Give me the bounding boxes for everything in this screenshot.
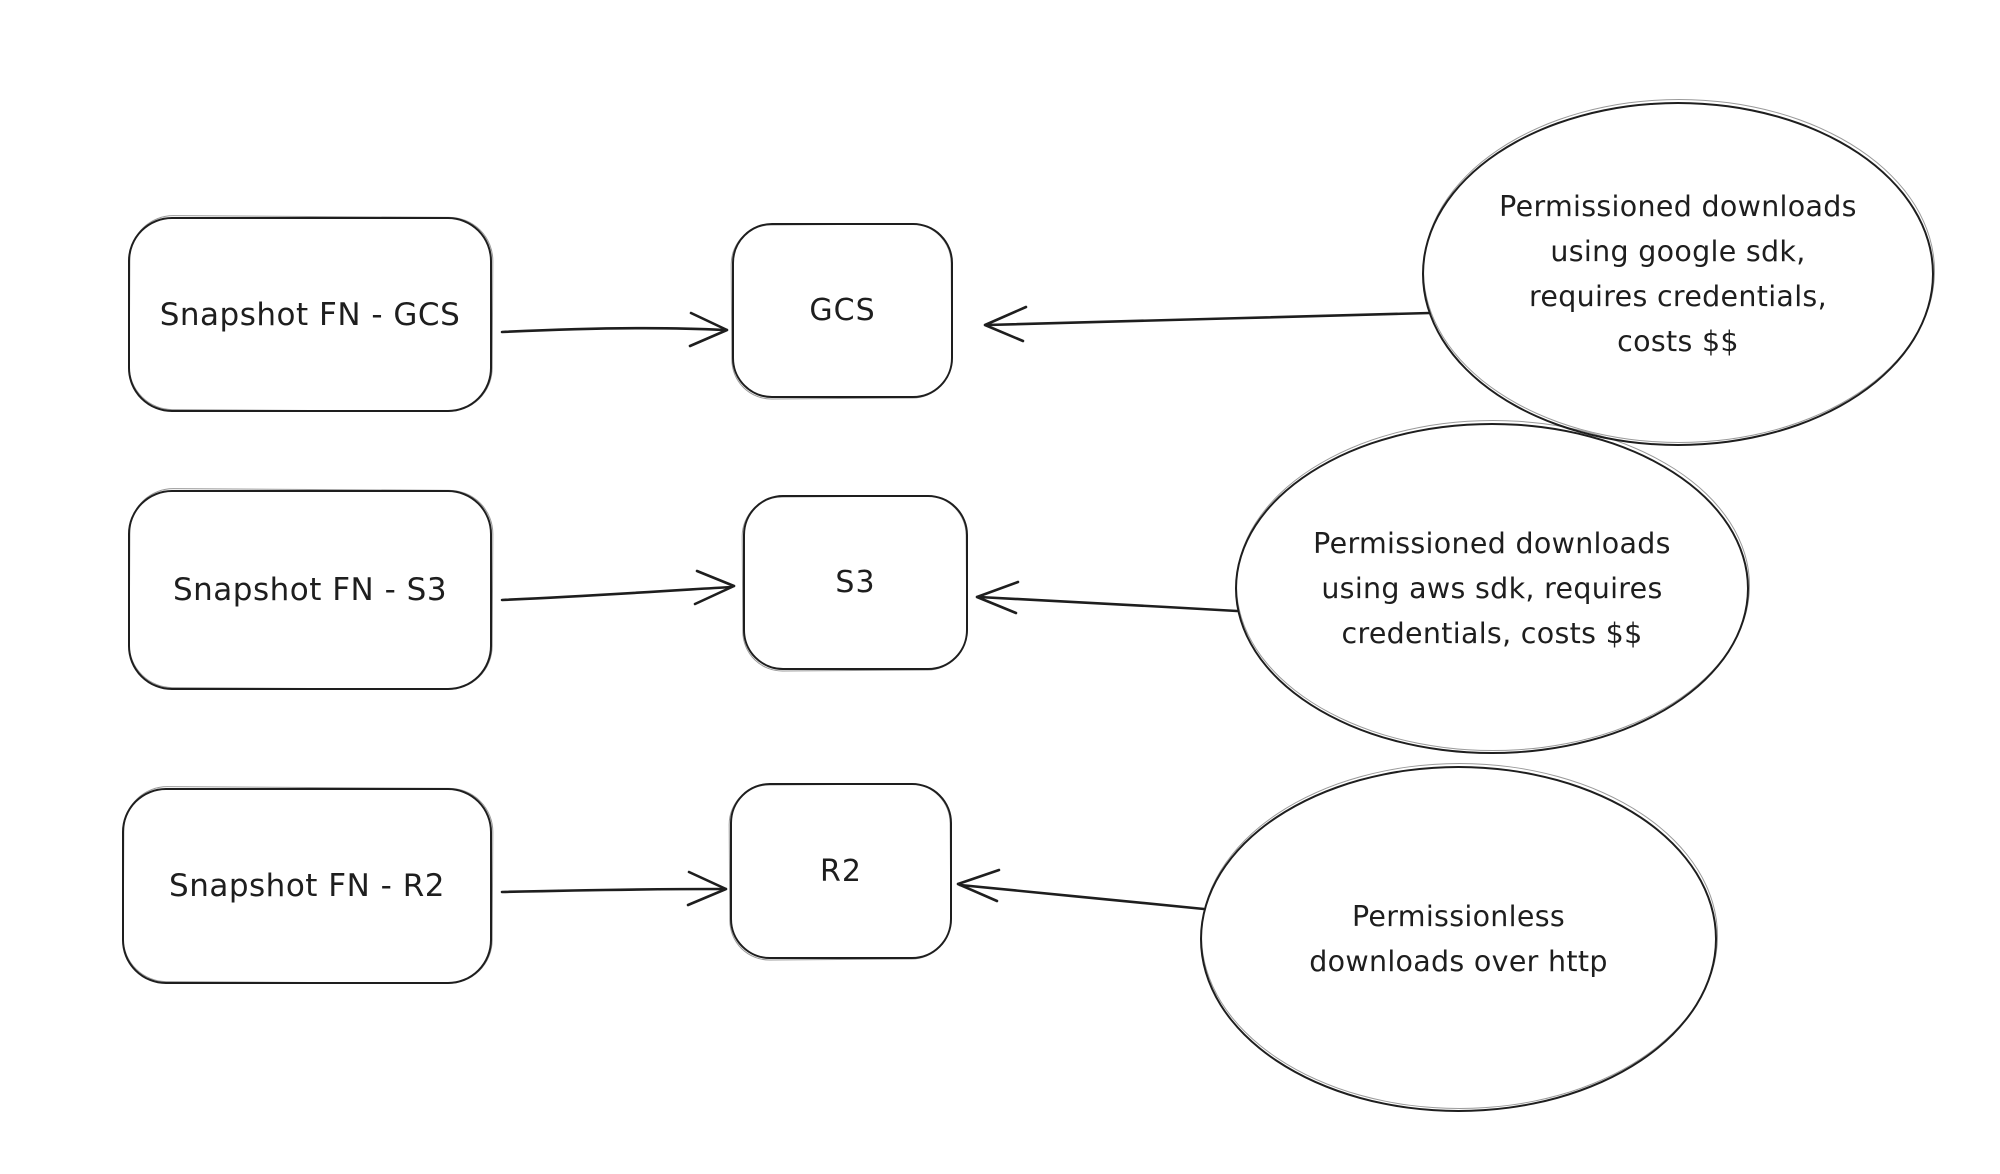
note-s3-ellipse: Permissioned downloads using aws sdk, re… bbox=[1235, 423, 1749, 754]
node-snapshot-fn-r2: Snapshot FN - R2 bbox=[122, 788, 492, 984]
arrow-snapshot-gcs-to-gcs bbox=[500, 311, 729, 348]
node-gcs-label: GCS bbox=[809, 293, 876, 328]
node-gcs: GCS bbox=[732, 223, 953, 398]
arrow-s3-note-to-s3 bbox=[975, 580, 1239, 615]
note-r2-text: Permissionless downloads over http bbox=[1309, 899, 1608, 978]
arrow-snapshot-r2-to-r2 bbox=[500, 870, 728, 907]
arrow-snapshot-s3-to-s3 bbox=[500, 569, 736, 606]
node-snapshot-fn-gcs-label: Snapshot FN - GCS bbox=[159, 296, 461, 333]
node-snapshot-fn-r2-label: Snapshot FN - R2 bbox=[169, 868, 445, 904]
note-s3-text: Permissioned downloads using aws sdk, re… bbox=[1313, 526, 1671, 650]
node-snapshot-fn-s3-label: Snapshot FN - S3 bbox=[172, 572, 448, 608]
node-r2-label: R2 bbox=[820, 853, 862, 889]
node-s3: S3 bbox=[743, 495, 968, 670]
node-snapshot-fn-gcs: Snapshot FN - GCS bbox=[128, 217, 492, 412]
note-gcs-text: Permissioned downloads using google sdk,… bbox=[1499, 189, 1857, 359]
node-r2: R2 bbox=[730, 783, 952, 959]
node-s3-label: S3 bbox=[835, 565, 876, 600]
arrow-gcs-note-to-gcs bbox=[983, 305, 1432, 343]
note-gcs-ellipse: Permissioned downloads using google sdk,… bbox=[1422, 102, 1934, 446]
note-r2-ellipse: Permissionless downloads over http bbox=[1200, 766, 1717, 1112]
node-snapshot-fn-s3: Snapshot FN - S3 bbox=[128, 490, 492, 690]
arrow-r2-note-to-r2 bbox=[956, 868, 1206, 911]
